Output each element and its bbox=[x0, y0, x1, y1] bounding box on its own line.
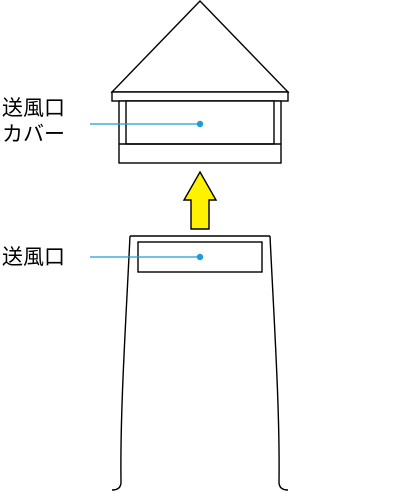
vent-post bbox=[111, 235, 289, 491]
post-right-side bbox=[269, 235, 289, 491]
cover-roof bbox=[110, 0, 290, 93]
vent-cover-label-line2: カバー bbox=[2, 122, 65, 146]
vent-label: 送風口 bbox=[2, 245, 65, 269]
leader-dot-cover bbox=[196, 120, 204, 128]
vent-cover-label: 送風口 カバー bbox=[2, 95, 65, 147]
up-arrow-icon bbox=[182, 170, 218, 230]
leader-lines bbox=[90, 120, 204, 261]
vent-cover-label-line1: 送風口 bbox=[2, 96, 65, 120]
vent-cover bbox=[110, 0, 290, 164]
cover-roof-eave bbox=[111, 91, 289, 102]
post-left-side bbox=[111, 235, 131, 491]
leader-dot-vent bbox=[196, 253, 204, 261]
